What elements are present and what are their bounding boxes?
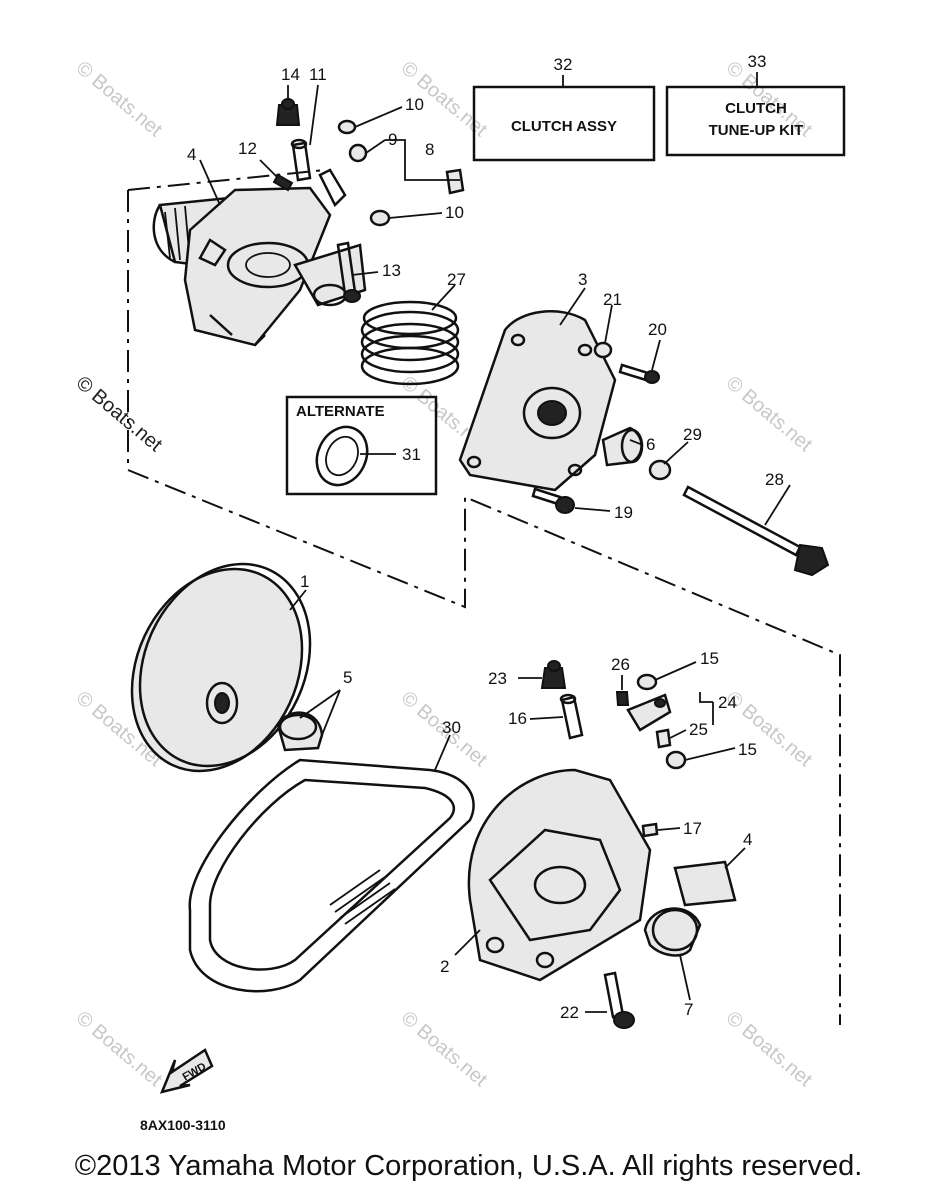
clutch-assy-box: CLUTCH ASSY 32: [472, 55, 656, 162]
callout-23: 23: [488, 669, 507, 688]
callout-6: 6: [646, 435, 655, 454]
callout-28: 28: [765, 470, 784, 489]
watermark-9: © Boats.net: [72, 1007, 167, 1091]
copyright-notice: ©2013 Yamaha Motor Corporation, U.S.A. A…: [74, 1150, 863, 1182]
movable-sheave: [467, 768, 652, 982]
watermark-dark: © Boats.net: [72, 372, 167, 456]
leader-lines: [199, 84, 791, 1013]
callout-26: 26: [611, 655, 630, 674]
callout-29: 29: [683, 425, 702, 444]
spring: [360, 300, 460, 386]
callout-19: 19: [614, 503, 633, 522]
callout-4b: 4: [743, 830, 752, 849]
tune-up-kit-box: CLUTCH TUNE-UP KIT 33: [665, 52, 846, 157]
callout-13: 13: [382, 261, 401, 280]
watermark-11: © Boats.net: [722, 1007, 817, 1091]
drive-belt: [188, 758, 475, 993]
cover-plate: [458, 310, 617, 492]
callout-5: 5: [343, 668, 352, 687]
watermark-10: © Boats.net: [397, 1007, 492, 1091]
callout-24: 24: [718, 693, 737, 712]
callout-21: 21: [603, 290, 622, 309]
callout-10b: 10: [445, 203, 464, 222]
callout-2: 2: [440, 957, 449, 976]
callout-25: 25: [689, 720, 708, 739]
callout-9: 9: [388, 130, 397, 149]
callout-1: 1: [300, 572, 309, 591]
tune-up-kit-line1: CLUTCH: [725, 100, 787, 117]
callout-27: 27: [447, 270, 466, 289]
callout-4: 4: [187, 145, 196, 164]
callout-30: 30: [442, 718, 461, 737]
callout-31: 31: [402, 445, 421, 464]
tune-up-kit-line2: TUNE-UP KIT: [709, 122, 804, 139]
callout-8: 8: [425, 140, 434, 159]
cover-hardware: [531, 341, 830, 577]
callout-15b: 15: [738, 740, 757, 759]
callout-17: 17: [683, 819, 702, 838]
callout-20: 20: [648, 320, 667, 339]
drawing-code: 8AX100-3110: [140, 1117, 226, 1133]
alternate-box: ALTERNATE 31: [285, 395, 438, 496]
assembly-boundaries: [127, 169, 841, 1025]
collar: [276, 711, 324, 752]
clutch-assy-label: CLUTCH ASSY: [511, 118, 617, 135]
callout-numbers: 14 11 10 9 8 12 4 10 13 27 3 21 20 6 29 …: [187, 65, 784, 1022]
lower-small-parts: [540, 660, 737, 1029]
fwd-arrow-icon: FWD: [159, 1048, 214, 1094]
callout-32: 32: [554, 55, 573, 74]
callout-3: 3: [578, 270, 587, 289]
callout-15a: 15: [700, 649, 719, 668]
callout-22: 22: [560, 1003, 579, 1022]
fixed-sheave: [130, 562, 312, 773]
callout-16: 16: [508, 709, 527, 728]
spider-shaft: [152, 168, 367, 347]
callout-10a: 10: [405, 95, 424, 114]
watermark-5: © Boats.net: [722, 372, 817, 456]
callout-7: 7: [684, 1000, 693, 1019]
callout-14: 14: [281, 65, 300, 84]
callout-12: 12: [238, 139, 257, 158]
callout-33: 33: [748, 52, 767, 71]
watermark-1: © Boats.net: [72, 57, 167, 141]
alternate-title: ALTERNATE: [296, 403, 385, 420]
callout-11: 11: [309, 65, 327, 84]
